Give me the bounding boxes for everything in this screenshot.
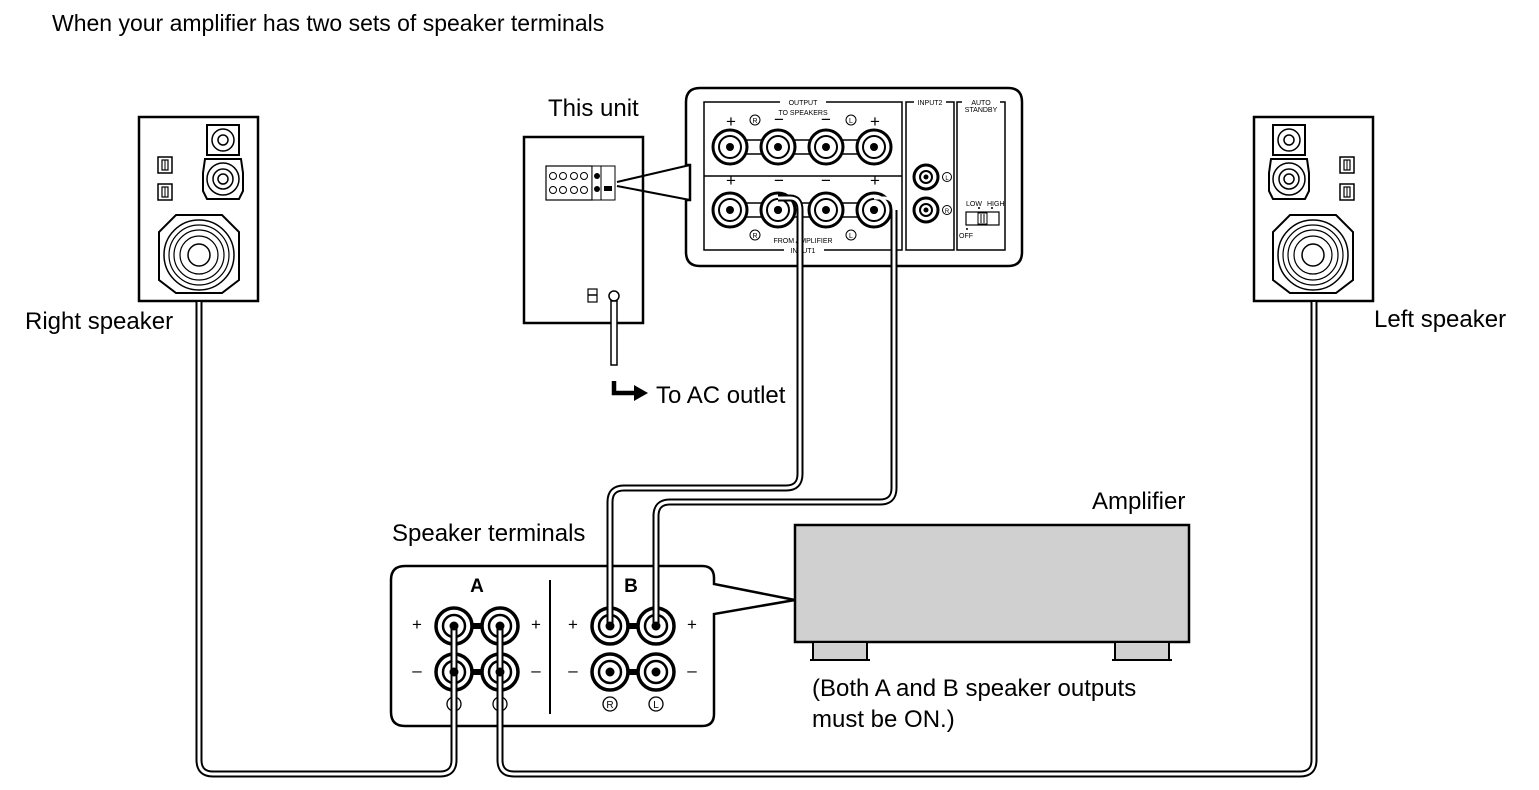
output-plus-r: + xyxy=(726,112,736,131)
left-speaker-label: Left speaker xyxy=(1374,306,1507,333)
output-plus-l: + xyxy=(870,112,880,131)
b-l-mark: L xyxy=(653,700,659,711)
output-minus-l: − xyxy=(821,110,831,129)
b-minus-left: – xyxy=(568,661,578,680)
low-label: LOW xyxy=(966,201,982,208)
right-speaker-label: Right speaker xyxy=(25,308,174,335)
note-line-1: (Both A and B speaker outputs xyxy=(812,675,1137,702)
high-label: HIGH xyxy=(987,201,1005,208)
amplifier xyxy=(793,523,1191,661)
terminal-group-b-label: B xyxy=(624,576,638,597)
input2-label: INPUT2 xyxy=(918,100,943,107)
input2-l-mark: L xyxy=(945,176,949,182)
left-speaker xyxy=(1252,115,1375,303)
input2-r-mark: R xyxy=(945,209,950,215)
b-plus-left: + xyxy=(568,615,578,634)
a-minus-left: – xyxy=(412,661,422,680)
to-speakers-label: TO SPEAKERS xyxy=(778,110,828,117)
terminal-centers xyxy=(449,206,878,677)
auto-label: AUTO xyxy=(971,100,991,107)
input-plus-r: + xyxy=(726,171,736,190)
b-minus-right: – xyxy=(687,661,697,680)
input-minus-l: − xyxy=(821,171,831,190)
terminal-group-a-label: A xyxy=(470,576,484,597)
note-line-2: must be ON.) xyxy=(812,706,955,733)
speaker-cables xyxy=(195,194,1318,778)
output-label: OUTPUT xyxy=(789,100,819,107)
input-plus-l: + xyxy=(870,171,880,190)
a-minus-right: – xyxy=(531,661,541,680)
right-speaker xyxy=(137,115,260,303)
b-r-mark: R xyxy=(606,700,613,711)
input-minus-r: − xyxy=(774,171,784,190)
output-minus-r: − xyxy=(774,110,784,129)
output-l-mark: L xyxy=(849,118,853,125)
output-r-mark: R xyxy=(752,118,757,125)
ac-outlet-arrow-icon xyxy=(611,381,648,401)
speaker-terminals-label: Speaker terminals xyxy=(392,520,586,547)
standby-label: STANDBY xyxy=(965,107,998,114)
this-unit-label: This unit xyxy=(548,95,639,122)
input-l-mark: L xyxy=(849,233,853,240)
off-label: OFF xyxy=(959,233,973,240)
input-r-mark: R xyxy=(752,233,757,240)
a-plus-right: + xyxy=(531,615,541,634)
amplifier-label: Amplifier xyxy=(1092,488,1186,515)
unit-rear-panel: OUTPUT TO SPEAKERS + R − − L + + − − + xyxy=(684,86,1024,268)
ac-outlet-label: To AC outlet xyxy=(656,382,786,409)
b-plus-right: + xyxy=(687,615,697,634)
this-unit-rear-view xyxy=(522,135,645,366)
diagram-heading: When your amplifier has two sets of spea… xyxy=(52,10,605,36)
a-plus-left: + xyxy=(412,615,422,634)
